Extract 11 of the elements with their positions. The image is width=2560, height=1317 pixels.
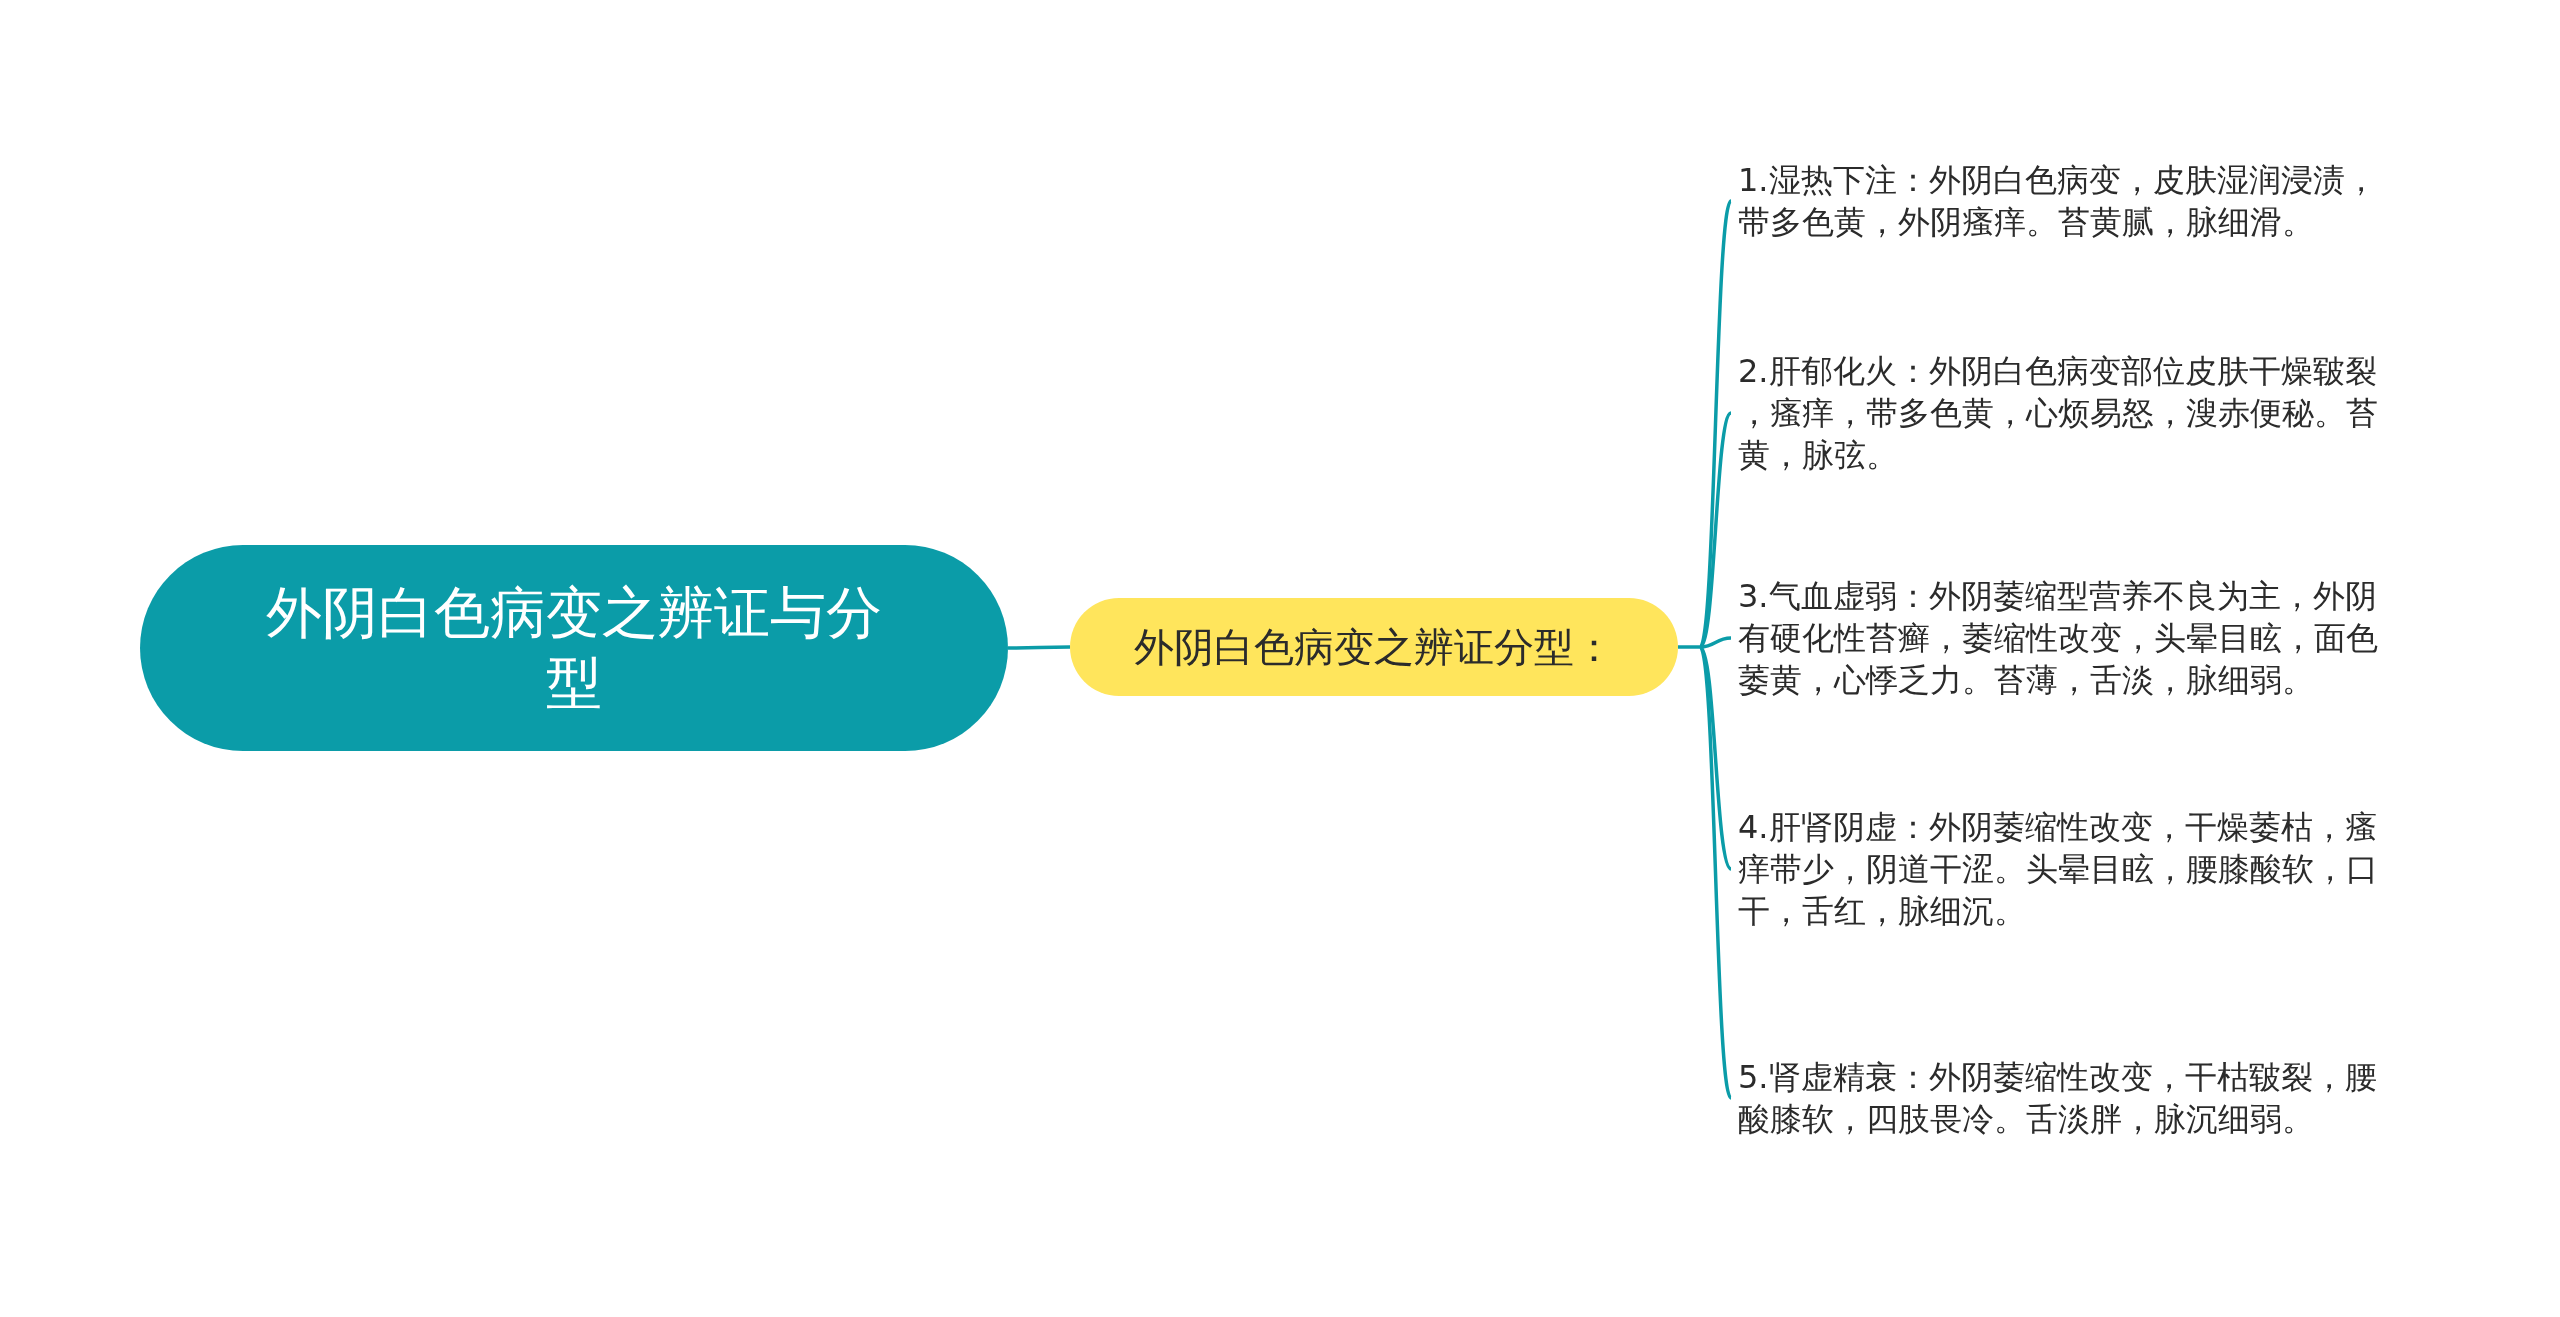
branch-text: 3.气血虚弱：外阴萎缩型营养不良为主，外阴有硬化性苔癣，萎缩性改变，头晕目眩，面色萎黄，心悸乏力。苔薄，舌淡，脉细弱。 xyxy=(1738,576,2379,701)
branch-text: 4.肝肾阴虚：外阴萎缩性改变，干燥萎枯，瘙痒带少，阴道干涩。头晕目眩，腰膝酸软，口干，舌红，脉细沉。 xyxy=(1738,807,2379,932)
branch-text: 2.肝郁化火：外阴白色病变部位皮肤干燥皲裂，瘙痒，带多色黄，心烦易怒，溲赤便秘。苔黄，脉弦。 xyxy=(1738,351,2379,476)
connector-line xyxy=(1698,200,1733,648)
connector-line xyxy=(1698,646,1733,1099)
connector-line xyxy=(1008,645,1070,650)
connector-line xyxy=(1678,645,1700,649)
topic-text: 外阴白色病变之辨证与分型 xyxy=(265,579,883,717)
subtopic-text: 外阴白色病变之辨证分型： xyxy=(1134,623,1614,672)
branch-text: 1.湿热下注：外阴白色病变，皮肤湿润浸渍，带多色黄，外阴瘙痒。苔黄腻，脉细滑。 xyxy=(1738,160,2378,243)
branch-text: 5.肾虚精衰：外阴萎缩性改变，干枯皲裂，腰酸膝软，四肢畏冷。舌淡胖，脉沉细弱。 xyxy=(1738,1057,2378,1140)
